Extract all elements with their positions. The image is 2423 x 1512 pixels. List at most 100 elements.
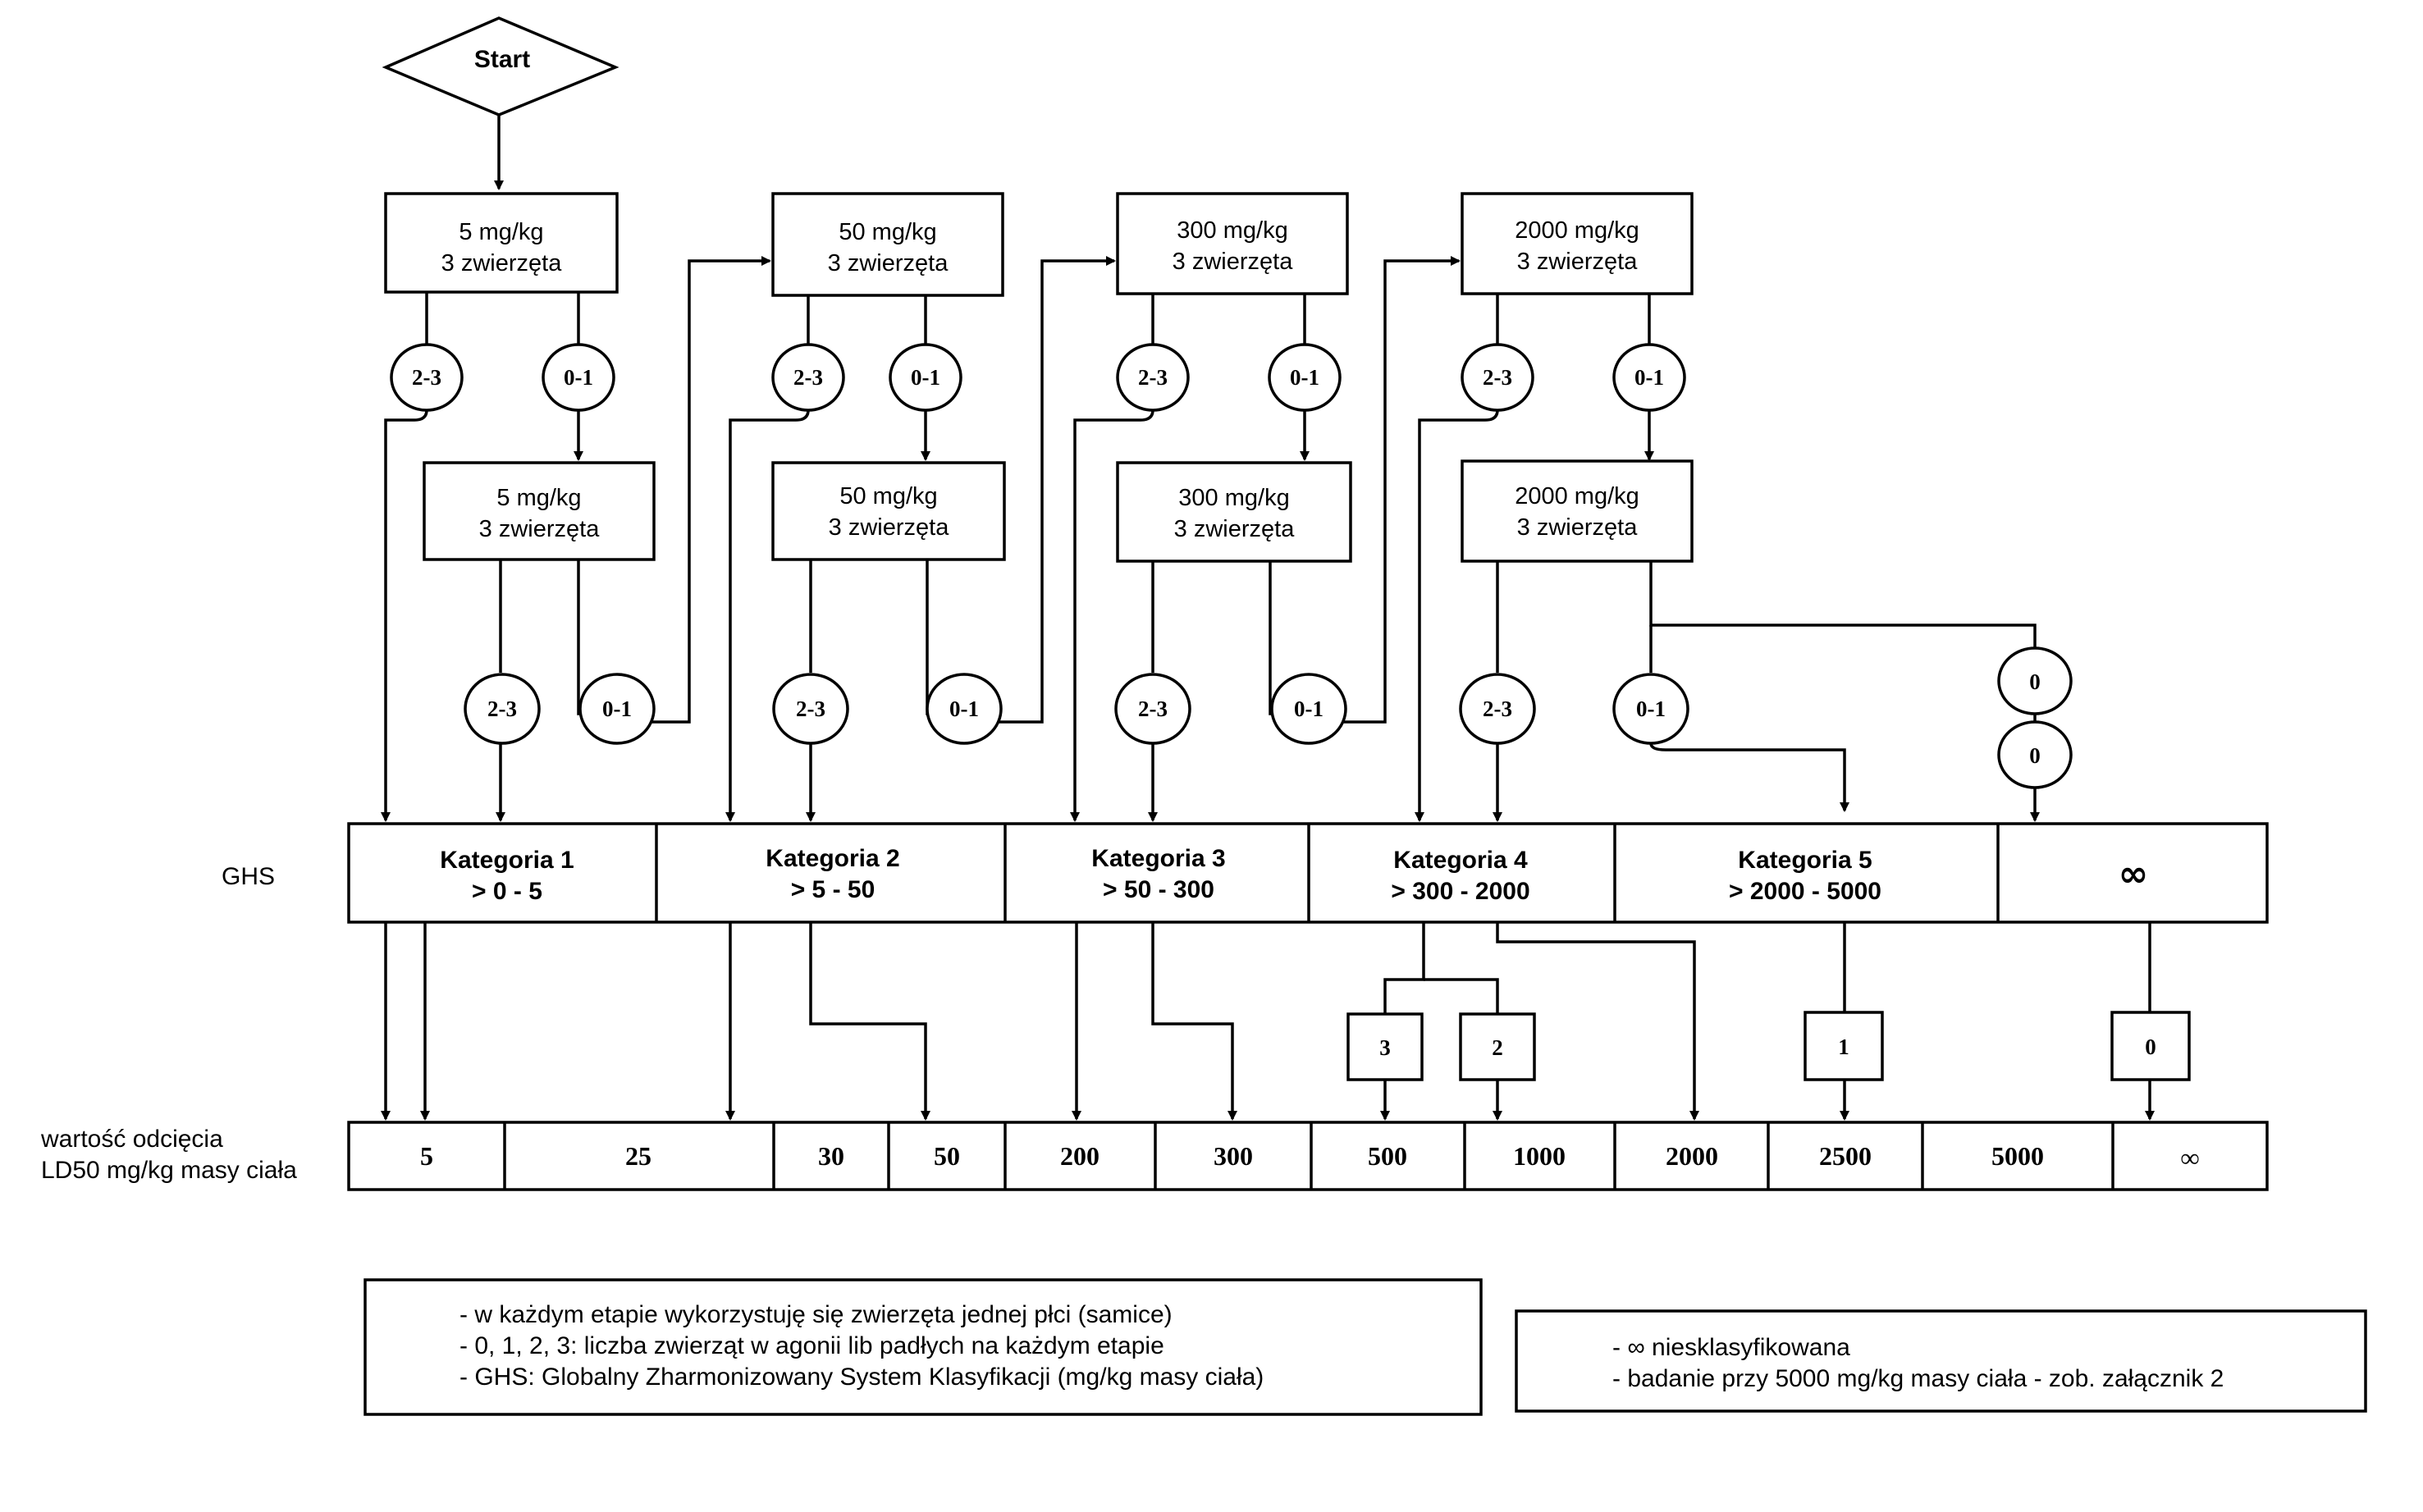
dose-label: 2000 mg/kg [1515,483,1639,509]
dose-box-2000-first: 2000 mg/kg 3 zwierzęta [1461,192,1694,295]
category-3: Kategoria 3 > 50 - 300 [1091,845,1225,903]
arrow-2000b-low-to-cat5 [1649,742,1849,812]
outcome-50b-high: 2-3 [772,673,849,745]
note-line: - GHS: Globalny Zharmonizowany System Kl… [459,1364,1264,1391]
arrow-50a-high-to-cat2 [725,409,810,822]
svg-text:0-1: 0-1 [1636,697,1666,721]
wire-cat4-to-3 [1383,922,1425,1014]
note-line: - badanie przy 5000 mg/kg masy ciała - z… [1612,1365,2224,1392]
category-range: > 5 - 50 [791,876,875,903]
animals-label: 3 zwierzęta [1173,249,1294,275]
animals-label: 3 zwierzęta [1517,514,1639,541]
arrow-2000a-high-to-cat4 [1415,409,1499,822]
cutoff-value: 200 [1060,1141,1099,1171]
dose-box-50-first: 50 mg/kg 3 zwierzęta [771,192,1004,297]
count-box-1: 1 [1804,1011,1884,1081]
outcome-300b-low: 0-1 [1270,673,1347,745]
outcome-5a-high: 2-3 [390,343,464,412]
dose-label: 5 mg/kg [459,219,543,245]
category-name: Kategoria 4 [1393,847,1528,874]
svg-text:2-3: 2-3 [796,697,825,721]
svg-text:2-3: 2-3 [487,697,517,721]
cutoff-value: 2500 [1819,1141,1872,1171]
category-range: > 50 - 300 [1103,876,1214,903]
note-line: - w każdym etapie wykorzystuję się zwier… [459,1301,1173,1328]
animals-label: 3 zwierzęta [1517,249,1639,275]
outcome-300a-high: 2-3 [1116,343,1190,412]
cutoff-value: 1000 [1513,1141,1566,1171]
outcome-5a-low: 0-1 [542,343,615,412]
category-1: Kategoria 1 > 0 - 5 [440,847,574,905]
outcome-5b-low: 0-1 [578,673,656,745]
category-unclassified: ∞ [2119,853,2149,895]
count-box-2: 2 [1459,1012,1536,1081]
ghs-category-row: Kategoria 1 > 0 - 5 Kategoria 2 > 5 - 50… [347,822,2269,924]
note-line: - 0, 1, 2, 3: liczba zwierząt w agonii l… [459,1332,1164,1359]
svg-text:1: 1 [1838,1035,1849,1059]
animals-label: 3 zwierzęta [828,250,949,276]
dose-label: 2000 mg/kg [1515,217,1639,244]
svg-text:2: 2 [1492,1035,1503,1060]
category-name: Kategoria 2 [766,845,899,872]
dose-box-300-second: 300 mg/kg 3 zwierzęta [1116,461,1352,563]
category-name: Kategoria 1 [440,847,574,874]
cutoff-value: 2000 [1666,1141,1718,1171]
outcome-zero-first: 0 [1997,646,2073,715]
outcome-50b-low: 0-1 [926,673,1003,745]
cutoff-value-row: 5 25 30 50 200 300 500 1000 2000 2500 50… [347,1121,2269,1191]
svg-text:2-3: 2-3 [1138,697,1168,721]
svg-text:0-1: 0-1 [1634,365,1664,390]
dose-box-5-second: 5 mg/kg 3 zwierzęta [423,461,656,561]
dose-box-50-second: 50 mg/kg 3 zwierzęta [771,461,1006,561]
svg-text:0-1: 0-1 [1290,365,1319,390]
note-line: - ∞ niesklasyfikowana [1612,1334,1850,1361]
category-name: Kategoria 3 [1091,845,1225,872]
start-node: Start [382,16,619,116]
cutoff-value: 500 [1368,1141,1407,1171]
animals-label: 3 zwierzęta [441,250,563,276]
svg-text:2-3: 2-3 [1483,697,1512,721]
arrow-cat4-to-2000 [1496,922,1699,1121]
outcome-50a-low: 0-1 [889,343,962,412]
svg-text:0-1: 0-1 [564,365,593,390]
outcome-2000b-low: 0-1 [1612,673,1689,745]
dose-box-5-first: 5 mg/kg 3 zwierzęta [384,192,619,294]
category-range: > 300 - 2000 [1391,878,1529,905]
svg-text:0-1: 0-1 [911,365,940,390]
notes-box-right: - ∞ niesklasyfikowana - badanie przy 500… [1515,1309,2367,1413]
count-box-3: 3 [1346,1012,1424,1081]
arrow-300b-low-to-2000 [1337,256,1461,724]
cutoff-row-label: wartość odcięcia LD50 mg/kg masy ciała [40,1126,297,1184]
connectors [381,115,2155,1121]
dose-label: 5 mg/kg [496,485,581,511]
svg-text:0: 0 [2029,669,2041,694]
cutoff-value: 5 [420,1141,433,1171]
outcome-300b-high: 2-3 [1114,673,1191,745]
outcome-50a-high: 2-3 [771,343,845,412]
dose-label: 300 mg/kg [1177,217,1287,244]
start-label: Start [474,46,530,73]
svg-text:2-3: 2-3 [1138,365,1168,390]
wire-2000b-to-zero [1649,561,2037,648]
svg-text:0-1: 0-1 [1294,697,1324,721]
svg-text:2-3: 2-3 [1483,365,1512,390]
cutoff-value: 25 [625,1141,651,1171]
wire-cat4-to-2 [1424,978,1499,1014]
svg-text:2-3: 2-3 [412,365,441,390]
cutoff-value-infinity: ∞ [2181,1143,2200,1172]
outcome-5b-high: 2-3 [464,673,541,745]
cutoff-value: 50 [934,1141,960,1171]
arrow-5b-low-to-50 [648,256,771,724]
svg-text:2-3: 2-3 [793,365,823,390]
svg-text:LD50 mg/kg masy ciała: LD50 mg/kg masy ciała [41,1157,297,1184]
arrow-5a-high-to-cat1 [381,409,428,822]
svg-text:0-1: 0-1 [602,697,632,721]
outcome-2000a-low: 0-1 [1612,343,1686,412]
ghs-row-label: GHS [222,863,275,890]
dose-box-2000-second: 2000 mg/kg 3 zwierzęta [1461,459,1694,563]
animals-label: 3 zwierzęta [829,514,950,541]
category-5: Kategoria 5 > 2000 - 5000 [1729,847,1881,905]
outcome-300a-low: 0-1 [1268,343,1342,412]
arrow-cat2-to-50 [809,922,930,1121]
